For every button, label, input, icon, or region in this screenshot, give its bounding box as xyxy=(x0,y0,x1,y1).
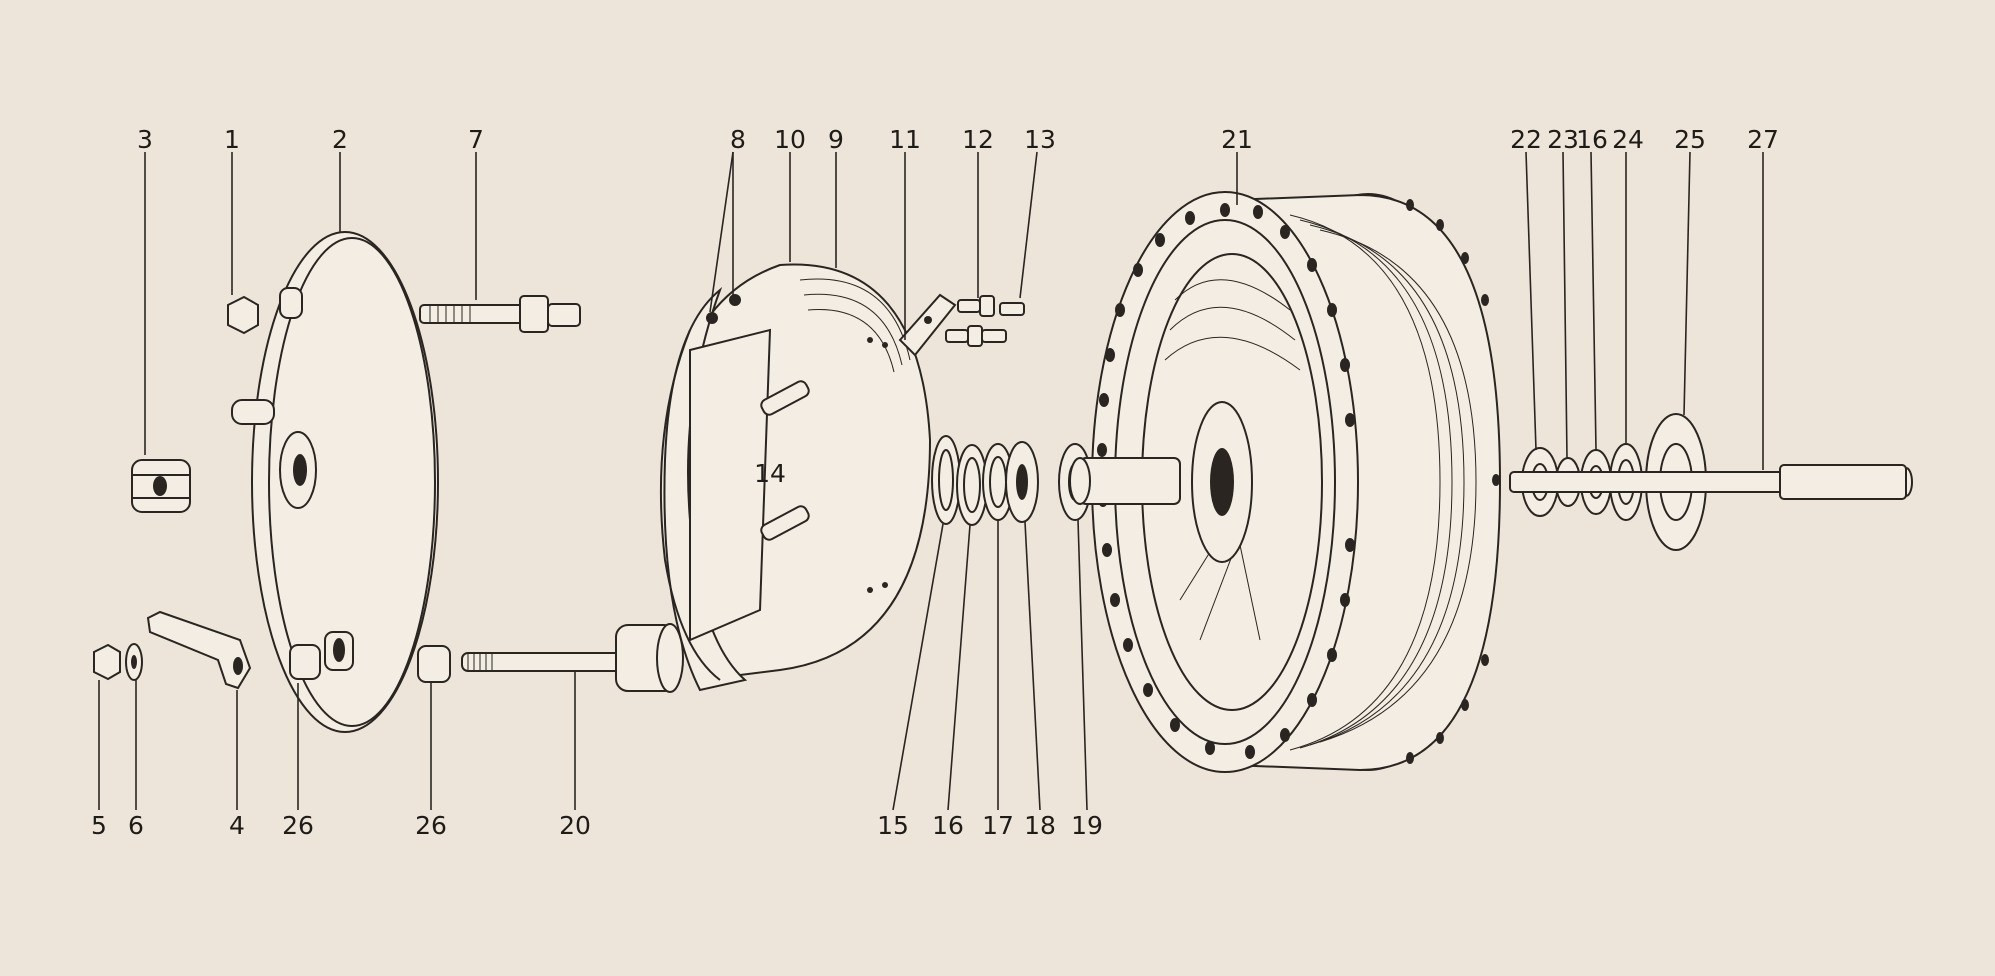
callout-6: 6 xyxy=(128,811,144,840)
callout-15: 15 xyxy=(877,811,909,840)
callout-1: 1 xyxy=(224,125,240,154)
callout-labels: 3 1 2 7 8 10 9 11 12 13 21 22 23 16 24 2… xyxy=(91,125,1779,840)
brake-lever xyxy=(146,610,252,690)
brake-shoe-assembly xyxy=(659,263,932,692)
callout-22: 22 xyxy=(1510,125,1542,154)
brake-backplate xyxy=(231,231,439,733)
callout-26-right: 26 xyxy=(415,811,447,840)
callout-21: 21 xyxy=(1221,125,1253,154)
wheel-hub xyxy=(1091,191,1502,773)
seals-and-bearings xyxy=(931,435,1092,526)
callout-8: 8 xyxy=(730,125,746,154)
cam-nut xyxy=(131,459,191,513)
callout-14: 14 xyxy=(754,459,786,488)
callout-25: 25 xyxy=(1674,125,1706,154)
axle-sleeve xyxy=(1069,457,1181,505)
callout-5: 5 xyxy=(91,811,107,840)
callout-9: 9 xyxy=(828,125,844,154)
spacer xyxy=(417,645,451,683)
stud-bolt xyxy=(419,295,581,333)
link-plate-and-bolts xyxy=(898,293,1025,357)
callout-23: 23 xyxy=(1547,125,1579,154)
callout-19: 19 xyxy=(1071,811,1103,840)
nut-and-washer xyxy=(93,643,143,681)
callout-3: 3 xyxy=(137,125,153,154)
callout-10: 10 xyxy=(774,125,806,154)
callout-20: 20 xyxy=(559,811,591,840)
small-nut xyxy=(227,295,259,335)
callout-7: 7 xyxy=(468,125,484,154)
callout-2: 2 xyxy=(332,125,348,154)
callout-17: 17 xyxy=(982,811,1014,840)
callout-27: 27 xyxy=(1747,125,1779,154)
spindle xyxy=(461,623,684,693)
callout-11: 11 xyxy=(889,125,921,154)
callout-4: 4 xyxy=(229,811,245,840)
callout-26-left: 26 xyxy=(282,811,314,840)
callout-24: 24 xyxy=(1612,125,1644,154)
hub-bolt-holes xyxy=(1097,199,1500,764)
callout-12: 12 xyxy=(962,125,994,154)
axle xyxy=(1509,464,1913,500)
callout-13: 13 xyxy=(1024,125,1056,154)
callout-18: 18 xyxy=(1024,811,1056,840)
leader-lines xyxy=(98,151,1764,811)
callout-16-top: 16 xyxy=(1576,125,1608,154)
callout-16-bottom: 16 xyxy=(932,811,964,840)
